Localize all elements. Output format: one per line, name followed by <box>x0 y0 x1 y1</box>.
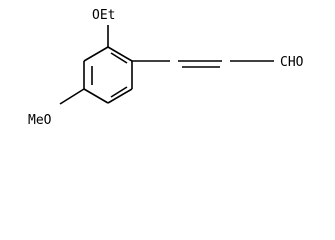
ring-double-bond-top <box>110 52 128 64</box>
ring-bond-4 <box>83 88 109 104</box>
ethoxy-label: OEt <box>92 8 115 23</box>
methoxy-label: MeO <box>28 113 52 128</box>
aldehyde-label: CHO <box>280 55 304 70</box>
ring-bond-2 <box>83 46 109 62</box>
ring-bond-5 <box>107 88 133 104</box>
benzene-ring <box>83 46 133 104</box>
ring-double-bond-bottom <box>110 86 128 98</box>
methoxy-bond <box>59 88 85 105</box>
chemical-structure: OEt MeO CHO <box>28 8 304 128</box>
propenal-chain <box>132 60 274 68</box>
ring-bond-1 <box>107 46 133 62</box>
